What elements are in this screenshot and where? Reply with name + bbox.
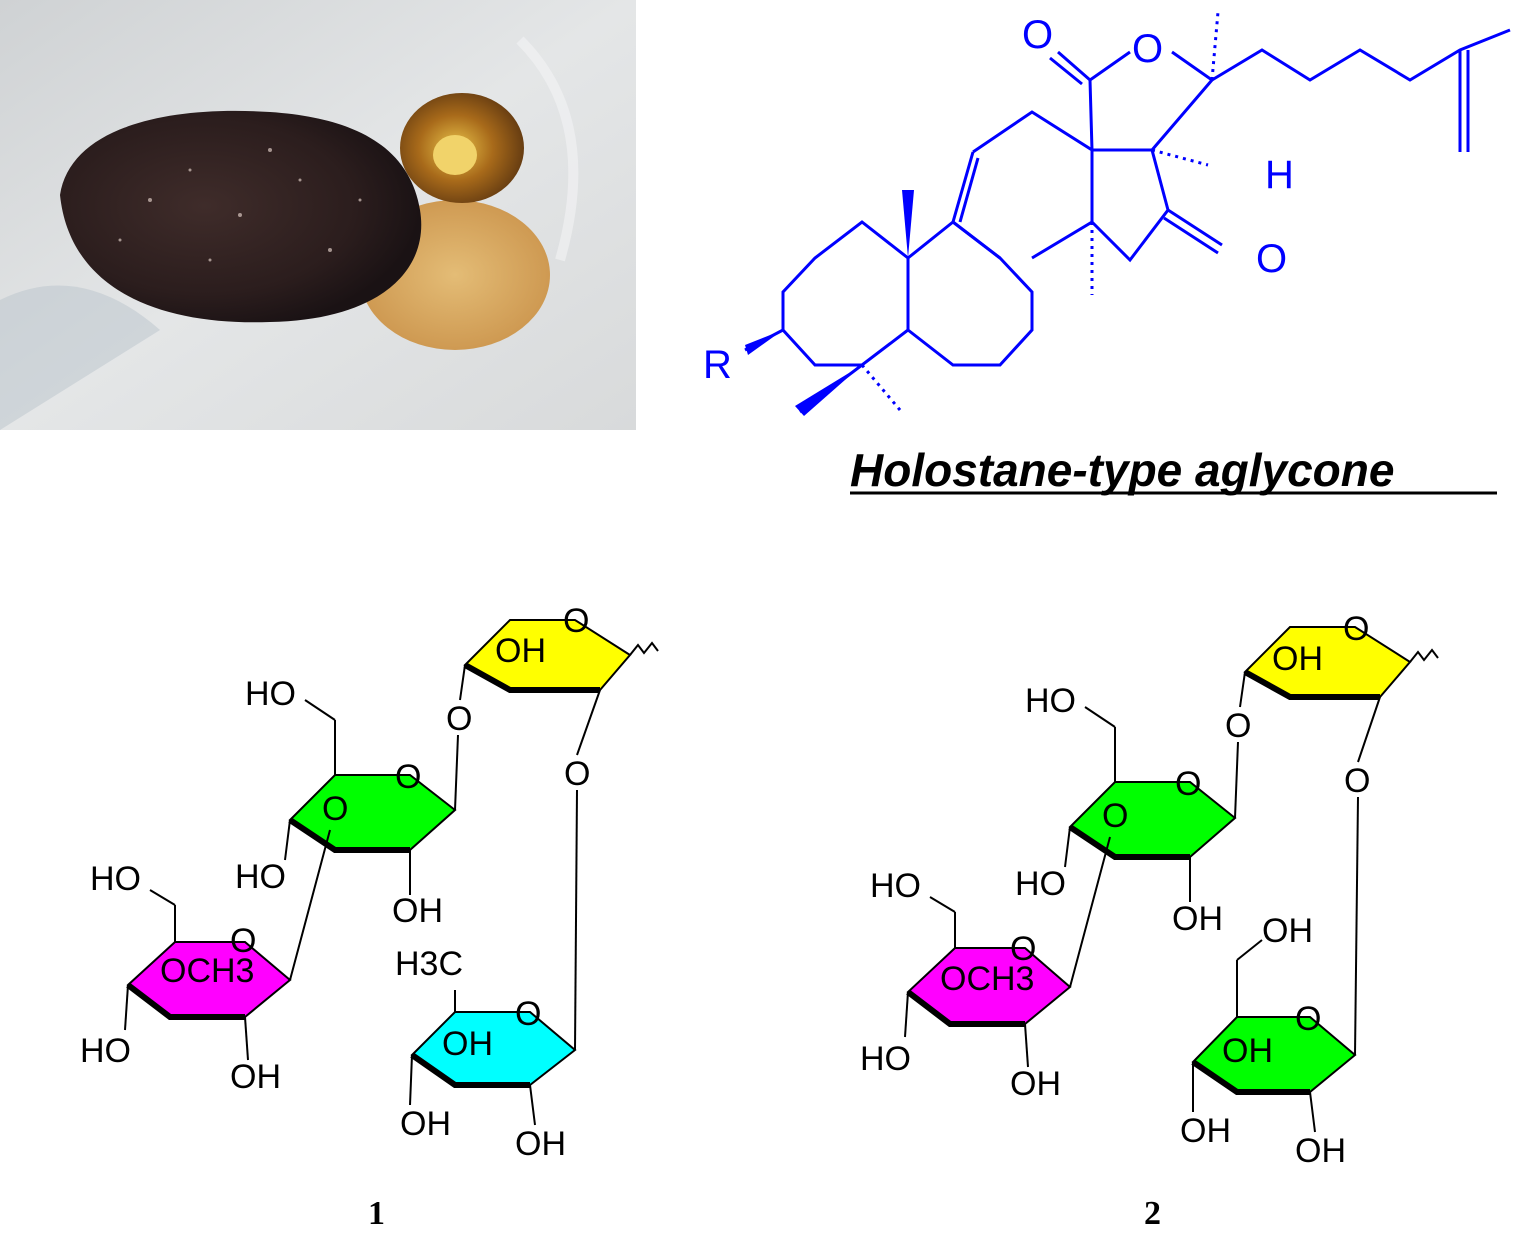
c2-methylglucose-ring-o: O <box>1010 930 1036 968</box>
c1-glycosidic-o-1: O <box>446 700 472 738</box>
aglycone-title: Holostane-type aglycone <box>850 444 1394 496</box>
wedge-bond <box>902 190 914 258</box>
c2-glucose2-oh-top: OH <box>1262 912 1313 950</box>
c1-xylose-ring-o: O <box>563 602 589 640</box>
hydrogen-label: H <box>1265 153 1294 197</box>
c2-xylose-oh: OH <box>1272 640 1323 678</box>
c1-glucose-oh: OH <box>392 892 443 930</box>
c1-quinovose-h3c: H3C <box>395 945 463 983</box>
compound-2-structure: OH O O O HO O O HO OH HO O OCH3 HO OH OH… <box>860 610 1439 1232</box>
c1-xylose-oh: OH <box>495 632 546 670</box>
c2-glucose-ho-top: HO <box>1025 682 1076 720</box>
lactone-carbonyl-o-label: O <box>1022 13 1053 57</box>
c2-glucose-ring-o: O <box>1175 765 1201 803</box>
ketone-o-label: O <box>1256 237 1287 281</box>
wedge-bond <box>795 365 862 416</box>
sea-cucumber-photo <box>0 0 636 430</box>
c2-glucose-inner-o: O <box>1102 797 1128 835</box>
c2-glycosidic-o-2: O <box>1344 762 1370 800</box>
c2-glucose-ho: HO <box>1015 865 1066 903</box>
wedge-bond <box>745 330 783 355</box>
c2-glucose-oh: OH <box>1172 900 1223 938</box>
c1-quinovose-oh-1: OH <box>400 1105 451 1143</box>
r-group-label: R <box>703 343 732 387</box>
c1-glucose-inner-o: O <box>322 790 348 828</box>
c1-methylglucose-oh: OH <box>230 1058 281 1096</box>
c2-glucose2-ring-o: O <box>1295 1000 1321 1038</box>
c2-glycosidic-o-1: O <box>1225 707 1251 745</box>
c1-methylglucose-och3: OCH3 <box>160 952 254 990</box>
c2-methylglucose-oh: OH <box>1010 1065 1061 1103</box>
c1-glucose-ho-top: HO <box>245 675 296 713</box>
c1-glycosidic-o-2: O <box>564 755 590 793</box>
c2-methylglucose-och3: OCH3 <box>940 960 1034 998</box>
c1-quinovose-oh-inner: OH <box>442 1025 493 1063</box>
c1-glucose-ring-o: O <box>395 758 421 796</box>
c1-methylglucose-ho-top: HO <box>90 860 141 898</box>
c2-glucose2-oh-inner: OH <box>1222 1032 1273 1070</box>
c1-glucose-ho: HO <box>235 858 286 896</box>
c2-xylose-ring-o: O <box>1343 610 1369 648</box>
compound-1-number: 1 <box>368 1195 385 1232</box>
lactone-ring-o-label: O <box>1132 27 1163 71</box>
c2-methylglucose-ho: HO <box>860 1040 911 1078</box>
c1-quinovose-ring-o: O <box>515 995 541 1033</box>
c1-quinovose-oh-2: OH <box>515 1125 566 1163</box>
holostane-aglycone-structure <box>744 11 1511 414</box>
compound-2-number: 2 <box>1144 1195 1161 1232</box>
c1-methylglucose-ring-o: O <box>230 922 256 960</box>
compound-1-structure: OH O O O HO O O HO OH HO O OCH3 HO OH H3… <box>80 602 659 1232</box>
c1-methylglucose-ho: HO <box>80 1032 131 1070</box>
c2-methylglucose-ho-top: HO <box>870 867 921 905</box>
c2-glucose2-oh-1: OH <box>1180 1112 1231 1150</box>
c2-glucose2-oh-2: OH <box>1295 1132 1346 1170</box>
